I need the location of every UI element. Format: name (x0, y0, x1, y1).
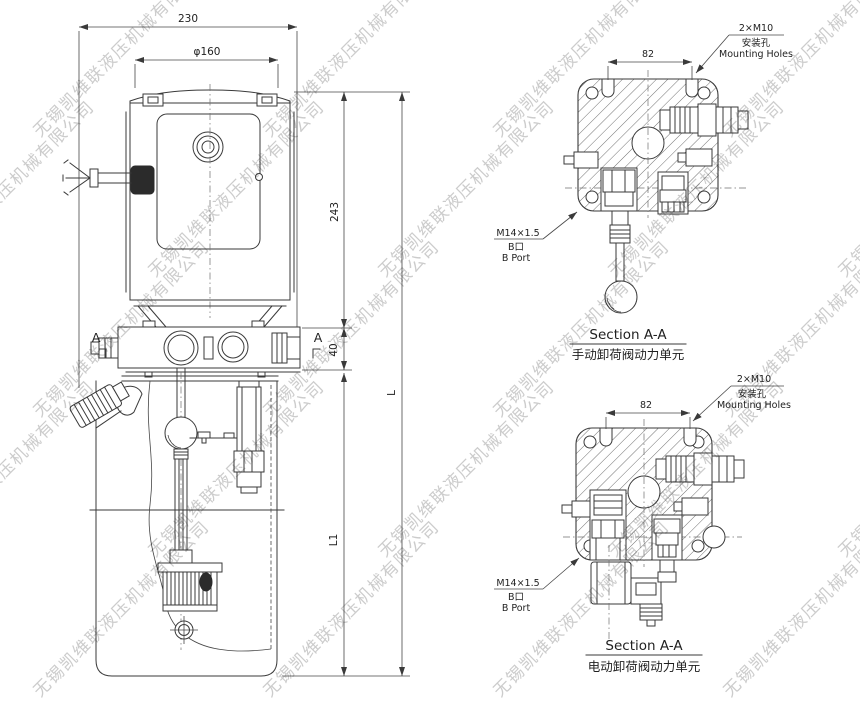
left-plug (563, 151, 599, 169)
vertical-dimensions: 243 40 L1 L (282, 91, 410, 677)
valve-block (90, 320, 301, 382)
dim-82-text: 82 (640, 400, 652, 411)
lifting-clamps (142, 93, 278, 107)
unloading-valve-stem (164, 367, 198, 564)
dim-230-text: 230 (178, 13, 198, 25)
svg-text:2×M10: 2×M10 (737, 374, 771, 385)
svg-text:Mounting Holes: Mounting Holes (719, 49, 793, 60)
mounting-plate (125, 367, 301, 373)
side-dome-fitting (702, 525, 726, 549)
relief-valve (659, 103, 749, 137)
front-view: 230 φ160 (62, 13, 410, 677)
svg-text:安装孔: 安装孔 (742, 37, 771, 49)
b-port-callout: M14×1.5 B口 B Port (494, 557, 580, 614)
terminal-box (156, 113, 261, 250)
section-title-text: Section A-A (605, 638, 683, 654)
svg-text:B Port: B Port (502, 603, 531, 614)
gland-boss (192, 131, 224, 163)
check-valve (657, 171, 689, 215)
section-letter-right: A (314, 330, 323, 345)
pump-port-circle (163, 330, 199, 366)
svg-text:B口: B口 (508, 592, 524, 603)
cable-gland (62, 159, 155, 196)
dim-motor-diameter: φ160 (134, 46, 279, 88)
motor-foot (129, 299, 291, 328)
section-subtitle-text: 手动卸荷阀动力单元 (572, 347, 685, 362)
svg-text:B Port: B Port (502, 253, 531, 264)
section-view-electric: 82 2×M10 安装孔 Mounting Holes M14×1.5 B口 B… (494, 374, 791, 674)
check-valve (651, 514, 683, 583)
section-subtitle-text: 电动卸荷阀动力单元 (588, 659, 701, 674)
box-side-detail (255, 173, 263, 181)
svg-text:Mounting Holes: Mounting Holes (717, 400, 791, 411)
svg-text:安装孔: 安装孔 (738, 388, 767, 400)
dim-82-text: 82 (642, 49, 654, 60)
dim-hole-spacing: 82 (607, 49, 693, 80)
suction-filter (157, 562, 223, 612)
svg-text:M14×1.5: M14×1.5 (496, 228, 539, 239)
dim-L1-text: L1 (328, 534, 340, 547)
manual-unloading-valve (600, 167, 638, 314)
mounting-holes-callout: 2×M10 安装孔 Mounting Holes (692, 374, 791, 422)
tank-top-plugs (189, 431, 238, 444)
drain-plug (170, 616, 198, 644)
dim-phi160-text: φ160 (194, 46, 221, 58)
filter-mesh-shade (199, 572, 213, 592)
dim-40-text: 40 (328, 343, 340, 356)
section-letter-left: A (92, 330, 101, 345)
dim-L-text: L (386, 390, 398, 396)
mounting-hole-right (685, 78, 699, 98)
ball-handle (604, 280, 638, 314)
section-title: Section A-A 手动卸荷阀动力单元 (569, 327, 687, 362)
section-view-manual: 82 2×M10 安装孔 Mounting Holes M14×1.5 B口 B… (494, 23, 793, 362)
mounting-holes-callout: 2×M10 安装孔 Mounting Holes (695, 23, 793, 74)
left-plug (90, 337, 119, 359)
return-filter (233, 380, 265, 494)
dim-hole-spacing: 82 (605, 400, 691, 429)
side-fitting (677, 148, 713, 167)
tank-outline (95, 380, 278, 677)
section-cut-markers: A A (92, 330, 323, 359)
solenoid-unloading-valve (589, 489, 663, 640)
mounting-hole-left (599, 427, 613, 447)
svg-text:M14×1.5: M14×1.5 (496, 578, 539, 589)
section-title-text: Section A-A (589, 327, 667, 343)
mounting-hole-left (601, 78, 615, 98)
mounting-hole-right (683, 427, 697, 447)
hand-pump-knob (69, 381, 143, 429)
dim-243-text: 243 (329, 202, 341, 222)
right-fitting (271, 332, 301, 364)
motor-flange-lines (125, 111, 295, 293)
side-fitting (673, 497, 709, 516)
dim-overall-width: 230 (78, 13, 298, 388)
electric-motor (62, 84, 295, 328)
svg-text:B口: B口 (508, 242, 524, 253)
svg-text:2×M10: 2×M10 (739, 23, 773, 34)
ball-knob (164, 416, 198, 450)
relief-valve (655, 452, 745, 486)
section-title: Section A-A 电动卸荷阀动力单元 (585, 638, 703, 674)
oil-tank (69, 367, 285, 677)
wires (62, 159, 91, 196)
b-port-callout: M14×1.5 B口 B Port (494, 211, 578, 264)
